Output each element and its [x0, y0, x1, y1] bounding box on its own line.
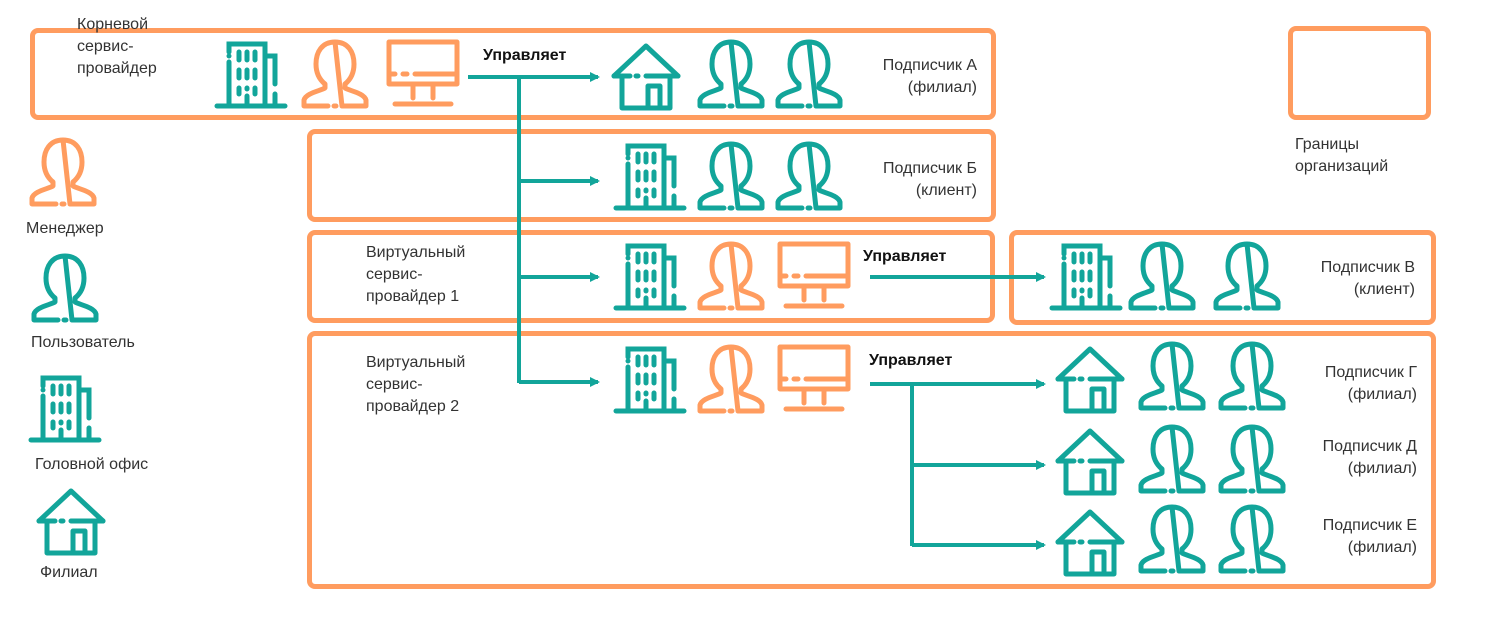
legend-boundary-swatch	[1288, 26, 1431, 120]
user-icon	[1125, 240, 1199, 312]
label-line: организаций	[1295, 158, 1389, 175]
subscriber-g-label: Подписчик Г (филиал)	[1280, 362, 1417, 406]
label-line: провайдер 1	[366, 288, 460, 305]
user-icon	[1215, 340, 1289, 412]
legend-boundary-label: Границы организаций	[1295, 134, 1388, 178]
head-office-icon	[612, 343, 688, 415]
subscriber-b-label: Подписчик Б (клиент)	[845, 158, 977, 202]
legend-manager-icon	[26, 136, 100, 208]
user-icon	[772, 38, 846, 110]
manager-icon	[694, 343, 768, 415]
branch-icon	[608, 40, 684, 112]
manages-label-vsp1: Управляет	[863, 248, 947, 265]
subscriber-a-label: Подписчик А (филиал)	[845, 55, 977, 99]
vsp2-label: Виртуальный сервис- провайдер 2	[366, 352, 465, 418]
label-line: (филиал)	[1347, 386, 1417, 403]
legend-user-label: Пользователь	[31, 334, 135, 351]
label-line: (филиал)	[1347, 539, 1417, 556]
manager-icon	[298, 38, 372, 110]
label-line: Корневой	[77, 16, 149, 33]
label-line: Подписчик В	[1320, 259, 1415, 276]
user-icon	[1135, 340, 1209, 412]
label-line: Виртуальный	[366, 354, 466, 371]
label-line: (филиал)	[907, 79, 977, 96]
label-line: провайдер	[77, 60, 157, 77]
subscriber-v-label: Подписчик В (клиент)	[1280, 257, 1415, 301]
head-office-icon	[213, 38, 289, 110]
user-icon	[1215, 503, 1289, 575]
label-line: Виртуальный	[366, 244, 466, 261]
label-line: (клиент)	[1353, 281, 1415, 298]
vsp1-label: Виртуальный сервис- провайдер 1	[366, 242, 465, 308]
label-line: Подписчик Б	[882, 160, 977, 177]
manager-icon	[694, 240, 768, 312]
head-office-icon	[1048, 240, 1124, 312]
org-boundary-root-provider	[30, 28, 996, 120]
user-icon	[1215, 423, 1289, 495]
label-line: (клиент)	[915, 182, 977, 199]
legend-user-icon	[28, 252, 102, 324]
branch-icon	[1052, 425, 1128, 497]
head-office-icon	[612, 240, 688, 312]
user-icon	[1210, 240, 1284, 312]
org-boundary-vsp2	[307, 331, 1436, 589]
legend-manager-label: Менеджер	[26, 220, 104, 237]
monitor-icon	[776, 240, 852, 312]
label-line: Границы	[1295, 136, 1359, 153]
legend-branch-label: Филиал	[40, 564, 98, 581]
legend-head-office-icon	[27, 372, 103, 444]
label-line: Подписчик Д	[1322, 438, 1417, 455]
root-provider-label: Корневой сервис- провайдер	[77, 14, 157, 80]
legend-head-office-label: Головной офис	[35, 456, 149, 473]
label-line: сервис-	[77, 38, 134, 55]
org-boundary-subscriber-b	[307, 129, 996, 222]
legend-branch-icon	[33, 485, 109, 557]
monitor-icon	[776, 343, 852, 415]
subscriber-e-label: Подписчик Е (филиал)	[1280, 515, 1417, 559]
label-line: сервис-	[366, 266, 423, 283]
manages-label-root: Управляет	[483, 47, 567, 64]
manages-label-vsp2: Управляет	[869, 352, 953, 369]
label-line: Подписчик Е	[1322, 517, 1417, 534]
user-icon	[1135, 423, 1209, 495]
branch-icon	[1052, 506, 1128, 578]
label-line: Подписчик А	[882, 57, 977, 74]
user-icon	[694, 38, 768, 110]
subscriber-d-label: Подписчик Д (филиал)	[1280, 436, 1417, 480]
user-icon	[772, 140, 846, 212]
user-icon	[694, 140, 768, 212]
branch-icon	[1052, 343, 1128, 415]
label-line: (филиал)	[1347, 460, 1417, 477]
monitor-icon	[385, 38, 461, 110]
user-icon	[1135, 503, 1209, 575]
label-line: провайдер 2	[366, 398, 460, 415]
label-line: сервис-	[366, 376, 423, 393]
head-office-icon	[612, 140, 688, 212]
label-line: Подписчик Г	[1324, 364, 1417, 381]
